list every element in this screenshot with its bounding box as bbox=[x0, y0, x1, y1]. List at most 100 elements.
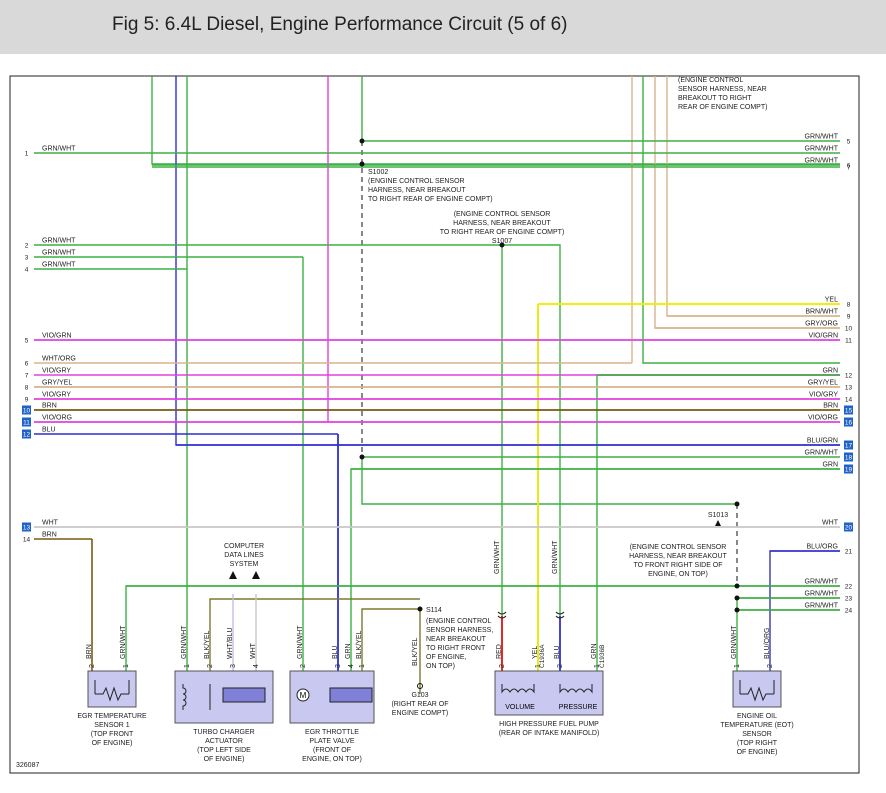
vlabel-blk-yel: BLK/YEL bbox=[412, 637, 419, 666]
wire-grn-wht-v1 bbox=[151, 76, 840, 165]
wire-label: VIO/GRN bbox=[808, 333, 838, 340]
splice-dot-s1013 bbox=[734, 501, 740, 507]
pin-number: 11 bbox=[845, 338, 852, 345]
pin-wire-label: BLU bbox=[332, 645, 339, 659]
splice-s114-desc: ON TOP) bbox=[426, 663, 455, 670]
splice-s1007-desc: HARNESS, NEAR BREAKOUT bbox=[453, 220, 551, 227]
splice-s1002-desc: TO RIGHT REAR OF ENGINE COMPT) bbox=[368, 196, 493, 203]
connector-id: C1936A bbox=[539, 644, 546, 668]
wire-label: WHT bbox=[42, 520, 59, 527]
ground-id: G103 bbox=[411, 692, 428, 699]
engine-oil-temperature-sensor bbox=[732, 670, 782, 708]
wire-label: VIO/GRY bbox=[809, 392, 838, 399]
connector-marks bbox=[497, 611, 565, 619]
splice-s114-desc: NEAR BREAKOUT bbox=[426, 636, 487, 643]
splice-dot-eot-3 bbox=[734, 607, 740, 613]
splice-s1002-desc: (ENGINE CONTROL SENSOR bbox=[368, 178, 465, 185]
splice-s114-desc: SENSOR HARNESS, bbox=[426, 627, 493, 634]
splice-s114-desc: (ENGINE CONTROL bbox=[426, 618, 491, 625]
pin-number: 13 bbox=[845, 385, 853, 392]
thermistor-icon bbox=[94, 680, 130, 702]
pin-number: 1 bbox=[25, 151, 29, 158]
splice-dot-eot-2 bbox=[734, 595, 740, 601]
pin-badge bbox=[22, 522, 31, 532]
component-name: TURBO CHARGER bbox=[193, 729, 254, 736]
wire-label: BLU bbox=[42, 427, 56, 434]
splice-dot-eot-1 bbox=[734, 583, 740, 589]
wire-label: GRN/WHT bbox=[805, 134, 839, 141]
splice-dot-s1002-lower bbox=[359, 454, 365, 460]
splice-s1013-desc: (ENGINE CONTROL SENSOR bbox=[630, 544, 727, 551]
figure-title: Fig 5: 6.4L Diesel, Engine Performance C… bbox=[112, 14, 568, 35]
pin-badge bbox=[844, 522, 853, 532]
splice-s1013-desc: HARNESS, NEAR BREAKOUT bbox=[629, 553, 727, 560]
computer-data-lines: SYSTEM bbox=[230, 561, 259, 568]
high-pressure-fuel-pump: VOLUME PRESSURE bbox=[494, 670, 604, 716]
component-name: ENGINE OIL bbox=[737, 713, 777, 720]
pin-wire-label: GRN bbox=[345, 643, 352, 659]
pin-number: 3 bbox=[335, 664, 342, 668]
wire-blu-v1 bbox=[175, 76, 840, 446]
connector-id: C1936B bbox=[599, 645, 606, 669]
pin-badge bbox=[844, 440, 853, 450]
wire-label: VIO/ORG bbox=[42, 415, 72, 422]
pin-wire-label: BLU bbox=[554, 645, 561, 659]
top-right-note: REAR OF ENGINE COMPT) bbox=[678, 104, 767, 111]
arrow-up-icon bbox=[715, 520, 721, 526]
component-name: PLATE VALVE bbox=[309, 738, 354, 745]
splice-dot-s1002 bbox=[359, 161, 365, 167]
svg-text:M: M bbox=[300, 691, 307, 700]
pin-number: 2 bbox=[89, 664, 96, 668]
pin-badge bbox=[22, 405, 31, 415]
wire-label: WHT bbox=[822, 520, 839, 527]
pin-number: 17 bbox=[845, 443, 853, 450]
figure-header: Fig 5: 6.4L Diesel, Engine Performance C… bbox=[0, 0, 886, 54]
pin-wire-label: GRN/WHT bbox=[120, 625, 127, 659]
pin-number: 1 bbox=[184, 664, 191, 668]
pin-number: 14 bbox=[23, 537, 31, 544]
wire-label: GRN/WHT bbox=[805, 579, 839, 586]
position-sensor-icon bbox=[329, 687, 373, 703]
computer-data-lines: DATA LINES bbox=[224, 552, 264, 559]
pin-number: 1 bbox=[359, 664, 366, 668]
pin-number: 3 bbox=[230, 664, 237, 668]
pin-wire-label: GRN/WHT bbox=[181, 625, 188, 659]
wire-label: GRN bbox=[822, 368, 838, 375]
pin-wire-label: GRN/WHT bbox=[297, 625, 304, 659]
wire-label: BRN/WHT bbox=[805, 309, 838, 316]
component-name: (FRONT OF bbox=[313, 747, 351, 754]
splice-s114-desc: OF ENGINE, bbox=[426, 654, 467, 661]
pin-number: 13 bbox=[23, 525, 31, 532]
pin-number: 2 bbox=[767, 664, 774, 668]
component-name: (TOP FRONT bbox=[91, 731, 134, 738]
splice-dot-s1002-top bbox=[359, 138, 365, 144]
pin-badge bbox=[844, 417, 853, 427]
wire-label: GRN/WHT bbox=[805, 450, 839, 457]
wire-label: VIO/GRY bbox=[42, 368, 71, 375]
component-name: OF ENGINE) bbox=[204, 756, 245, 763]
component-name: SENSOR bbox=[742, 731, 772, 738]
wire-label: GRN/WHT bbox=[42, 238, 76, 245]
pin-number: 9 bbox=[25, 397, 29, 404]
wire-label: GRY/YEL bbox=[808, 380, 838, 387]
wire-tan-v-right3 bbox=[666, 76, 840, 317]
wiring-diagram: 1GRN/WHT2GRN/WHT3GRN/WHT4GRN/WHT5VIO/GRN… bbox=[9, 75, 860, 774]
pin-number: 11 bbox=[23, 420, 30, 427]
pin-number: 16 bbox=[845, 420, 853, 427]
wire-label: GRN/WHT bbox=[805, 146, 839, 153]
diagram-frame bbox=[9, 75, 860, 774]
wire-label: GRN bbox=[822, 462, 838, 469]
wire-label: VIO/GRN bbox=[42, 333, 72, 340]
pin-number: 10 bbox=[23, 408, 31, 415]
wire-label: GRN/WHT bbox=[42, 146, 76, 153]
splice-s114-desc: TO RIGHT FRONT bbox=[426, 645, 486, 652]
splice-s114-id: S114 bbox=[426, 607, 442, 614]
pin-number: 19 bbox=[845, 467, 853, 474]
component-name: SENSOR 1 bbox=[94, 722, 130, 729]
pin-number: 4 bbox=[25, 267, 29, 274]
pin-badge bbox=[22, 429, 31, 439]
wire-label: BLU/ORG bbox=[806, 544, 838, 551]
pin-wire-label: BRN bbox=[86, 644, 93, 659]
pin-number: 2 bbox=[499, 664, 506, 668]
pin-number: 24 bbox=[845, 608, 853, 615]
